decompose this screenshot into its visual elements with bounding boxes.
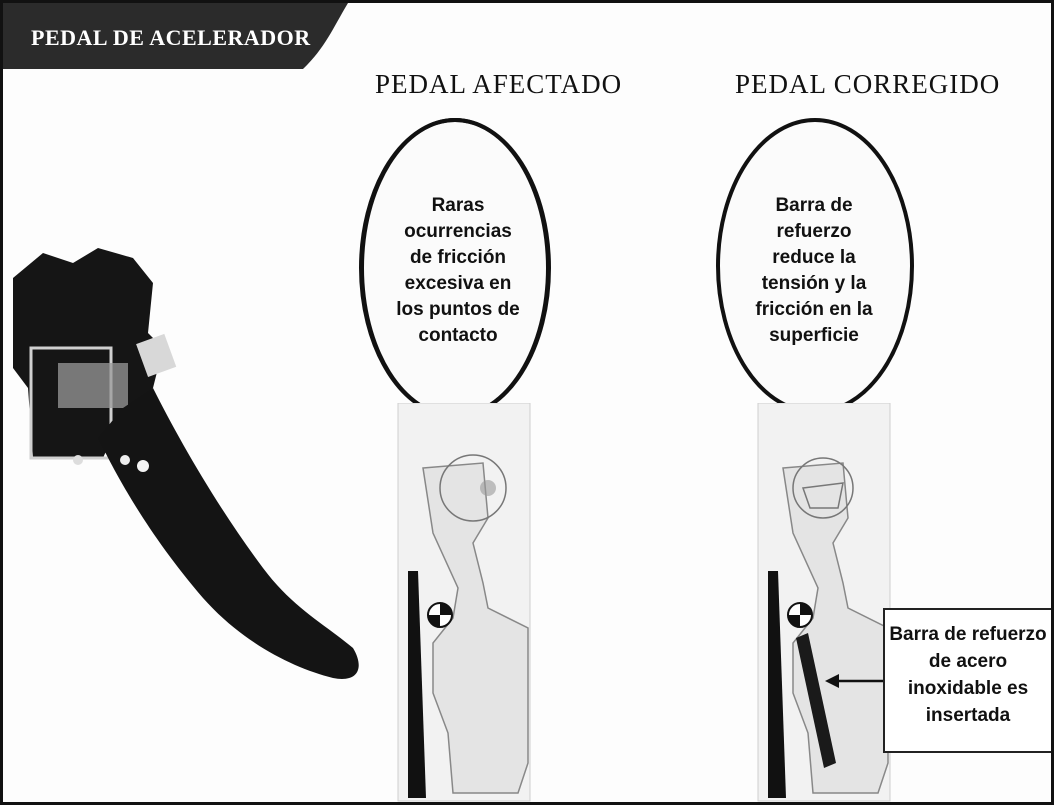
corrected-line: Barra de bbox=[775, 195, 853, 216]
callout-line: insertada bbox=[925, 705, 1011, 726]
corrected-line: fricción en la bbox=[755, 299, 873, 320]
affected-line: ocurrencias bbox=[404, 221, 512, 242]
corrected-line: reduce la bbox=[772, 247, 856, 268]
affected-pedal-heading: PEDAL AFECTADO bbox=[375, 69, 623, 99]
affected-line: excesiva en bbox=[404, 273, 512, 294]
affected-line: de fricción bbox=[409, 247, 507, 268]
corrected-line: refuerzo bbox=[776, 221, 852, 242]
callout-text: Barra de refuerzo de acero inoxidable es… bbox=[883, 621, 1051, 729]
affected-line: los puntos de bbox=[396, 299, 520, 320]
affected-pedal-diagram bbox=[397, 403, 531, 802]
page-title: PEDAL DE ACELERADOR bbox=[31, 25, 311, 50]
corrected-pedal-heading: PEDAL CORREGIDO bbox=[735, 69, 1001, 99]
accelerator-pedal-image bbox=[13, 248, 359, 679]
corrected-circle-text: Barra de refuerzo reduce la tensión y la… bbox=[739, 193, 889, 349]
corrected-line: superficie bbox=[769, 325, 859, 346]
title-banner: PEDAL DE ACELERADOR bbox=[3, 3, 353, 69]
callout-line: de acero bbox=[928, 651, 1008, 672]
affected-line: contacto bbox=[418, 325, 498, 346]
callout-line: inoxidable es bbox=[907, 678, 1029, 699]
affected-circle-text: Raras ocurrencias de fricción excesiva e… bbox=[378, 193, 538, 349]
corrected-pedal-diagram bbox=[757, 403, 891, 802]
callout-arrow bbox=[825, 674, 891, 688]
affected-zoom-circle bbox=[360, 118, 550, 418]
callout-line: Barra de refuerzo bbox=[889, 624, 1047, 645]
affected-line: Raras bbox=[431, 195, 485, 216]
corrected-line: tensión y la bbox=[761, 273, 867, 294]
callout-box bbox=[883, 608, 1051, 753]
